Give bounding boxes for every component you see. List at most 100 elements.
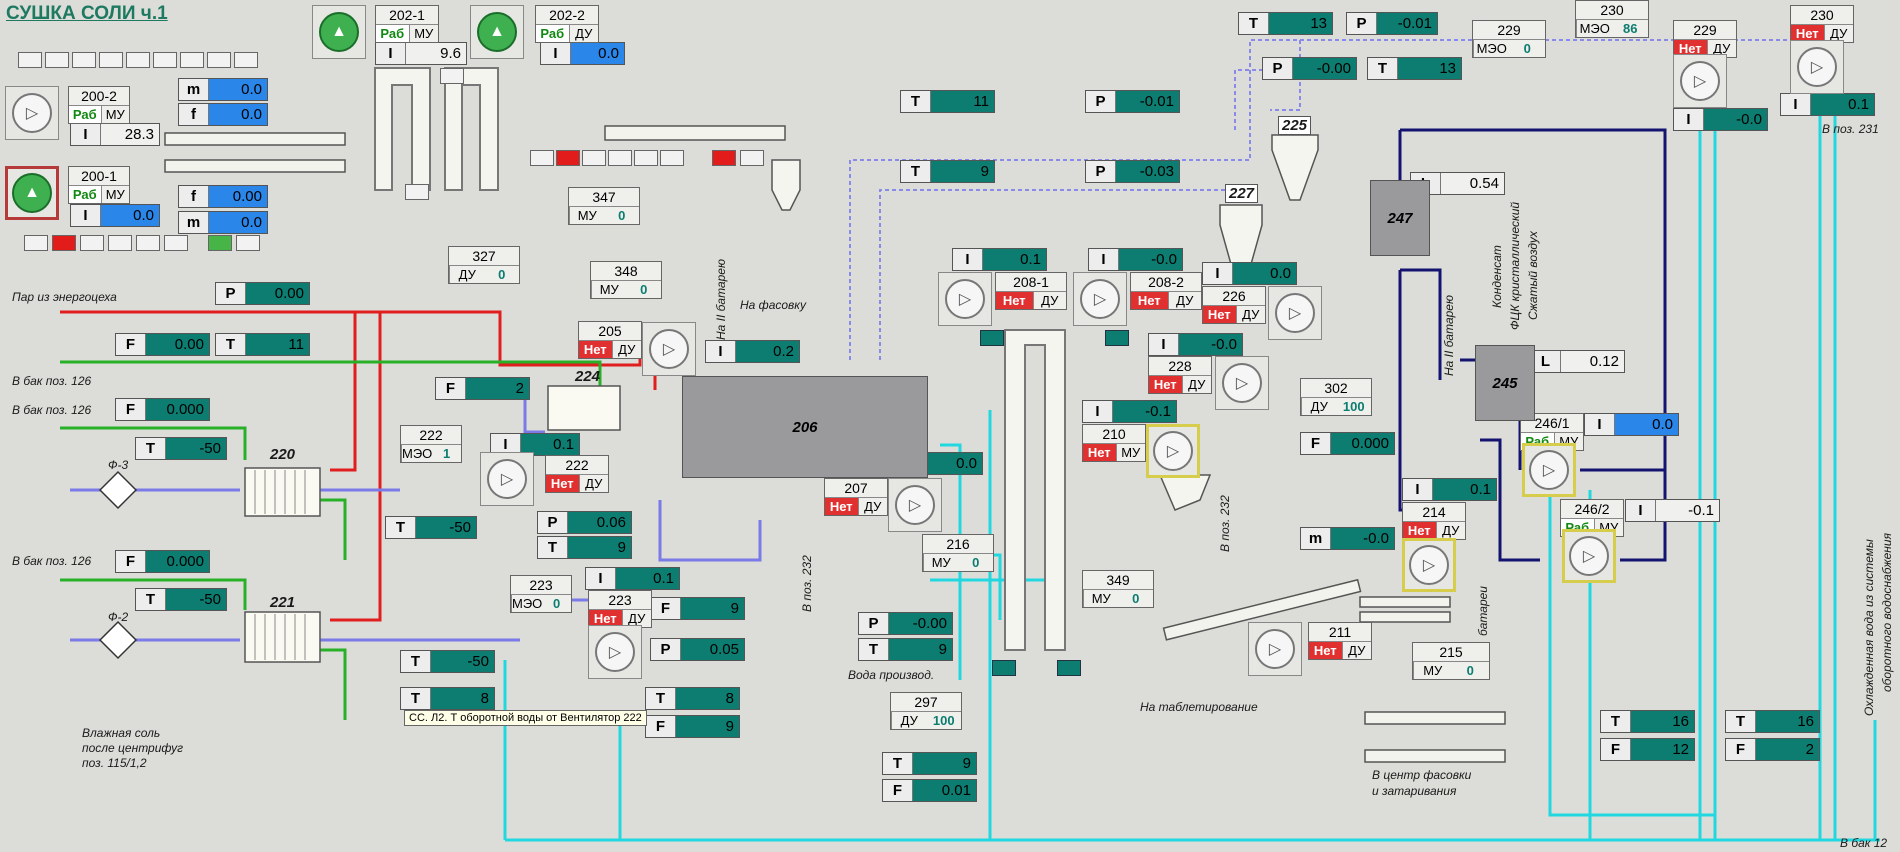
value-p_top1[interactable]: P-0.01 [1085,90,1180,113]
pump-d208_2[interactable]: ▷ [1073,272,1127,326]
pump-d229p[interactable]: ▷ [1673,54,1727,108]
pump-d228[interactable]: ▷ [1215,356,1269,410]
status-indicator[interactable] [52,235,76,251]
pump-d205[interactable]: ▷ [642,322,696,376]
pump-d226[interactable]: ▷ [1268,286,1322,340]
status-indicator[interactable] [99,52,123,68]
status-indicator[interactable] [18,52,42,68]
status-indicator[interactable] [1057,660,1081,676]
dryer-206[interactable]: 206 [682,376,928,478]
value-t221[interactable]: T-50 [135,588,227,611]
tank-245[interactable]: 245 [1475,345,1535,421]
status-indicator[interactable] [405,184,429,200]
status-indicator[interactable] [530,150,554,166]
value-t222[interactable]: T-50 [385,516,477,539]
tank-247[interactable]: 247 [1370,180,1430,256]
value-i229[interactable]: I-0.0 [1673,108,1768,131]
value-i246_2[interactable]: I-0.1 [1625,499,1720,522]
status-indicator[interactable] [556,150,580,166]
value-m211[interactable]: m-0.0 [1300,527,1395,550]
value-t_b[interactable]: T-50 [400,650,495,673]
status-indicator[interactable] [582,150,606,166]
pump-d200_2[interactable]: ▷ [5,86,59,140]
value-i228[interactable]: I-0.0 [1148,333,1243,356]
pump-d200_1[interactable]: ▲ [5,166,59,220]
status-indicator[interactable] [712,150,736,166]
status-indicator[interactable] [45,52,69,68]
status-indicator[interactable] [234,52,258,68]
pump-d210[interactable]: ▷ [1146,424,1200,478]
status-indicator[interactable] [136,235,160,251]
status-indicator[interactable] [126,52,150,68]
pump-d246_2[interactable]: ▷ [1562,529,1616,583]
pump-d211[interactable]: ▷ [1248,622,1302,676]
pump-d246_1[interactable]: ▷ [1522,443,1576,497]
status-indicator[interactable] [440,68,464,84]
status-indicator[interactable] [236,235,260,251]
status-indicator[interactable] [634,150,658,166]
pump-d230p[interactable]: ▷ [1790,40,1844,94]
value-p_cy[interactable]: P-0.00 [1262,57,1357,80]
status-indicator[interactable] [72,52,96,68]
value-t220[interactable]: T-50 [135,437,227,460]
pump-d202_1[interactable]: ▲ [312,5,366,59]
status-indicator[interactable] [740,150,764,166]
status-indicator[interactable] [80,235,104,251]
pump-d207[interactable]: ▷ [888,478,942,532]
status-indicator[interactable] [207,52,231,68]
status-indicator[interactable] [1105,330,1129,346]
